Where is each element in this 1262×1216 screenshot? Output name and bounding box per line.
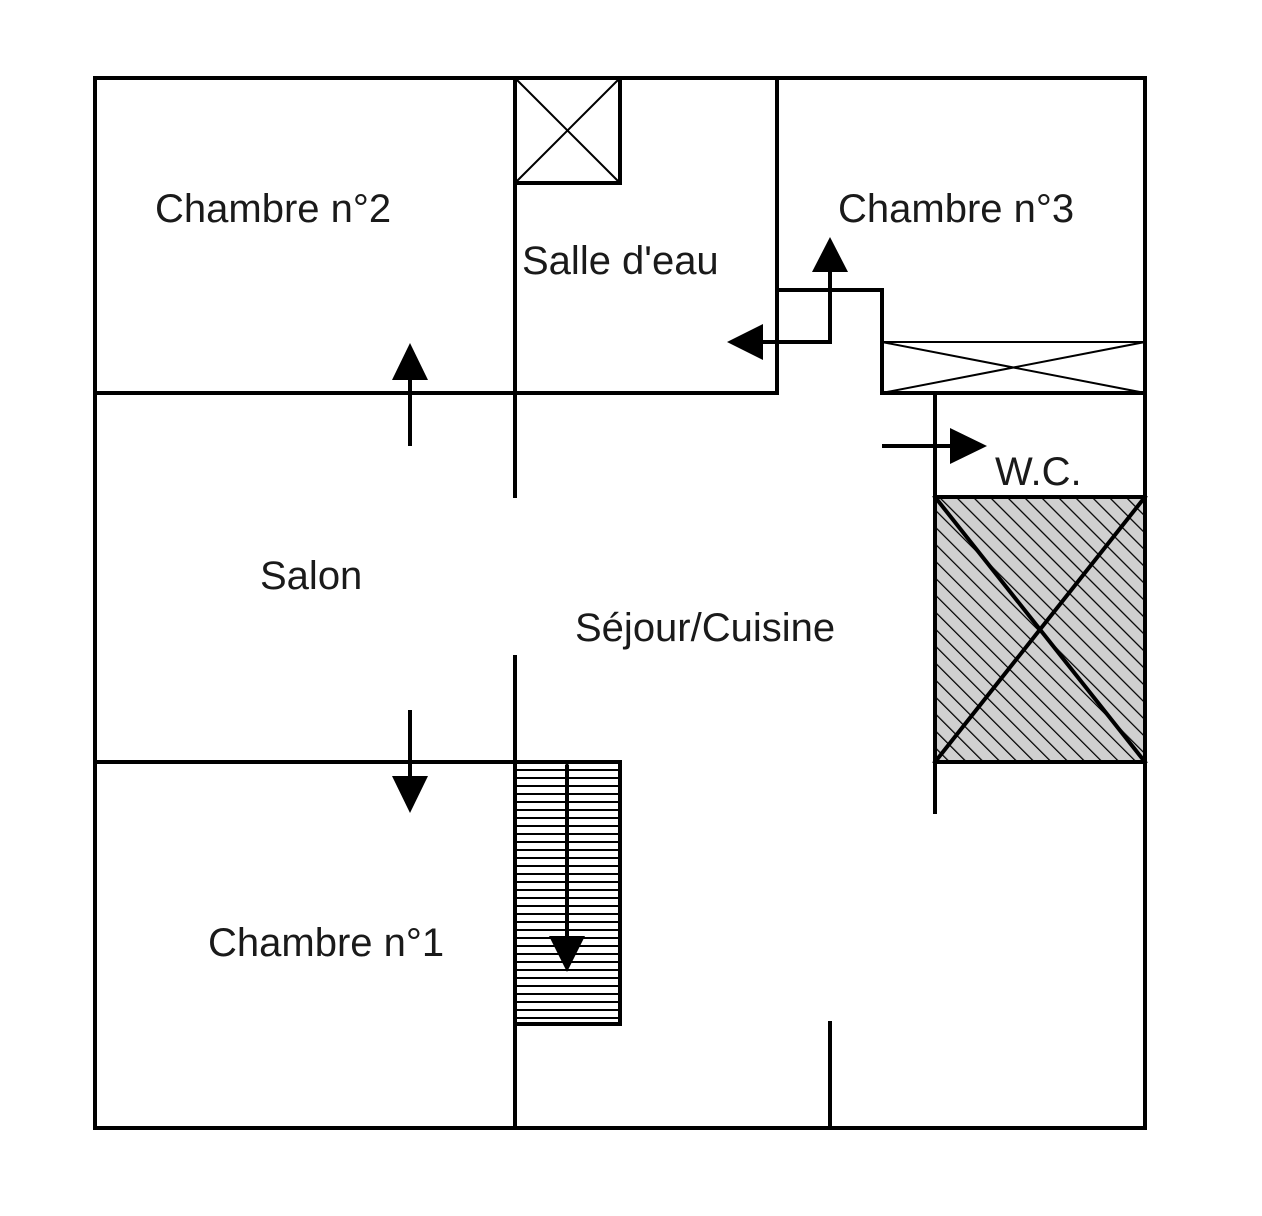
shaft-box-top [513, 76, 622, 185]
arrow-up-chambre-2 [392, 343, 428, 446]
room-label-chambre-1: Chambre n°1 [208, 921, 444, 965]
room-label-salon: Salon [260, 554, 362, 598]
hatched-duct [932, 494, 1148, 765]
room-label-chambre-2: Chambre n°2 [155, 187, 391, 231]
arrow-split-salle-chambre-3 [727, 237, 848, 360]
staircase [513, 760, 622, 1026]
room-label-salle-deau: Salle d'eau [522, 239, 719, 283]
room-label-wc: W.C. [995, 450, 1082, 494]
arrow-right-wc [882, 428, 987, 464]
arrow-down-stairs [549, 765, 585, 972]
room-label-chambre-3: Chambre n°3 [838, 187, 1074, 231]
room-label-sejour-cuisine: Séjour/Cuisine [575, 606, 835, 650]
arrow-down-chambre-1 [392, 710, 428, 813]
storage-box-right [881, 341, 1146, 394]
